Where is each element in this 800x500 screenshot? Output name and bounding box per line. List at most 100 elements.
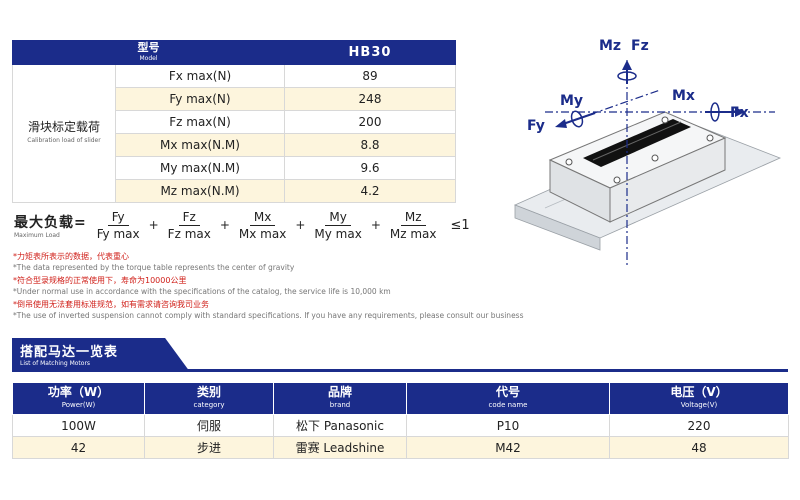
load-value: 8.8	[284, 133, 456, 157]
calibration-load-label-en: Calibration load of slider	[27, 136, 101, 144]
label-fz: Fz	[631, 38, 649, 54]
note-cn: *力矩表所表示的数据，代表重心	[13, 252, 129, 261]
belt-strip	[583, 119, 691, 167]
term-denominator: Fy max	[96, 226, 140, 241]
note-en: *The data represented by the torque tabl…	[13, 263, 295, 272]
section-divider	[12, 369, 788, 372]
label-my: My	[560, 93, 583, 109]
plus-sign: +	[219, 218, 230, 232]
load-row: Fz max(N) 200	[13, 110, 456, 134]
mx-rotation-icon	[710, 102, 720, 122]
term-numerator: Mz	[400, 210, 426, 226]
note-cn: *符合型录规格的正常使用下，寿命为10000公里	[13, 276, 187, 285]
formula-lhs: 最大负载= Maximum Load	[14, 212, 87, 239]
fx-arrowhead	[735, 107, 745, 117]
load-row: Mz max(N.M) 4.2	[13, 179, 456, 203]
term-numerator: My	[325, 210, 351, 226]
screw-icon	[661, 116, 669, 124]
cell-brand: 松下 Panasonic	[273, 414, 407, 437]
cell-power: 42	[12, 436, 145, 459]
load-value: 248	[284, 87, 456, 111]
term-numerator: Fz	[178, 210, 200, 226]
cell-category: 步进	[144, 436, 274, 459]
cell-voltage: 48	[609, 436, 789, 459]
column-header-label: 品牌	[327, 384, 352, 399]
column-header-label: 电压（V）	[670, 384, 728, 399]
screw-icon	[613, 176, 621, 184]
my-rotation-icon	[570, 110, 584, 128]
load-row: Mx max(N.M) 8.8	[13, 133, 456, 157]
load-table-header: 型号 Model HB30	[12, 40, 456, 65]
slider-block-side	[609, 137, 726, 223]
label-fy: Fy	[527, 118, 545, 134]
formula-comparison: ≤1	[450, 217, 470, 233]
column-header-label: 代号	[495, 384, 520, 399]
label-mx: Mx	[672, 88, 695, 104]
motor-section-title: 搭配马达一览表 List of Matching Motors	[12, 338, 190, 372]
load-table: 型号 Model HB30 滑块标定载荷 Calibration load of…	[12, 40, 456, 203]
calibration-load-label-zh: 滑块标定载荷	[27, 119, 100, 134]
screw-icon	[706, 134, 714, 142]
cell-voltage: 220	[609, 414, 789, 437]
plus-sign: +	[370, 218, 381, 232]
rail-side	[514, 204, 601, 251]
note-cn: *倒吊使用无法套用标准规范，如有需求请咨询我司业务	[13, 300, 209, 309]
load-value: 9.6	[284, 156, 456, 180]
term-denominator: Mx max	[238, 226, 287, 241]
load-quantity: My max(N.M)	[115, 156, 285, 180]
column-header-label: 类别	[196, 384, 221, 399]
column-header-label-en: category	[193, 400, 225, 409]
column-header-label-en: Power(W)	[61, 400, 96, 409]
load-quantity: Mz max(N.M)	[115, 179, 285, 203]
note-en: *Under normal use in accordance with the…	[13, 287, 391, 296]
label-fx: Fx	[730, 105, 749, 121]
table-row: 100W 伺服 松下 Panasonic P10 220	[12, 414, 789, 437]
load-quantity: Fz max(N)	[115, 110, 285, 134]
term-denominator: My max	[314, 226, 362, 241]
load-row: 滑块标定载荷 Calibration load of slider Fx max…	[12, 64, 456, 203]
term-denominator: Mz max	[389, 226, 437, 241]
screw-icon	[565, 158, 573, 166]
formula-label-en: Maximum Load	[14, 231, 60, 239]
column-header-voltage: 电压（V）Voltage(V)	[609, 382, 789, 415]
fz-arrowhead	[622, 60, 632, 70]
motor-section-title-en: List of Matching Motors	[20, 360, 91, 367]
screw-icon	[651, 154, 659, 162]
load-value: 4.2	[284, 179, 456, 203]
plus-sign: +	[148, 218, 159, 232]
table-row: 42 步进 雷赛 Leadshine M42 48	[12, 436, 789, 459]
load-value: 200	[284, 110, 456, 134]
column-header-label-en: Voltage(V)	[680, 400, 718, 409]
plus-sign: +	[295, 218, 306, 232]
mz-rotation-icon	[617, 71, 637, 81]
model-value: HB30	[284, 40, 456, 65]
column-header-label-en: brand	[329, 400, 351, 409]
model-label: 型号	[137, 40, 160, 54]
label-mz: Mz	[599, 38, 621, 54]
model-label-en: Model	[139, 54, 158, 62]
note-en: *The use of inverted suspension cannot c…	[13, 311, 524, 320]
load-quantity: Mx max(N.M)	[115, 133, 285, 157]
cell-code: M42	[406, 436, 610, 459]
calibration-load-label: 滑块标定载荷 Calibration load of slider	[12, 64, 116, 203]
term-numerator: Mx	[249, 210, 276, 226]
cell-code: P10	[406, 414, 610, 437]
load-quantity: Fy max(N)	[115, 87, 285, 111]
slider-force-diagram: Mz Fz My Fy Mx Fx	[513, 38, 782, 265]
column-header-label-en: code name	[488, 400, 528, 409]
column-header-power: 功率（W）Power(W)	[12, 382, 145, 415]
load-quantity: Fx max(N)	[115, 64, 285, 88]
formula-label: 最大负载=	[14, 214, 87, 231]
fy-arrow	[562, 112, 596, 125]
cell-power: 100W	[12, 414, 145, 437]
term-numerator: Fy	[107, 210, 129, 226]
